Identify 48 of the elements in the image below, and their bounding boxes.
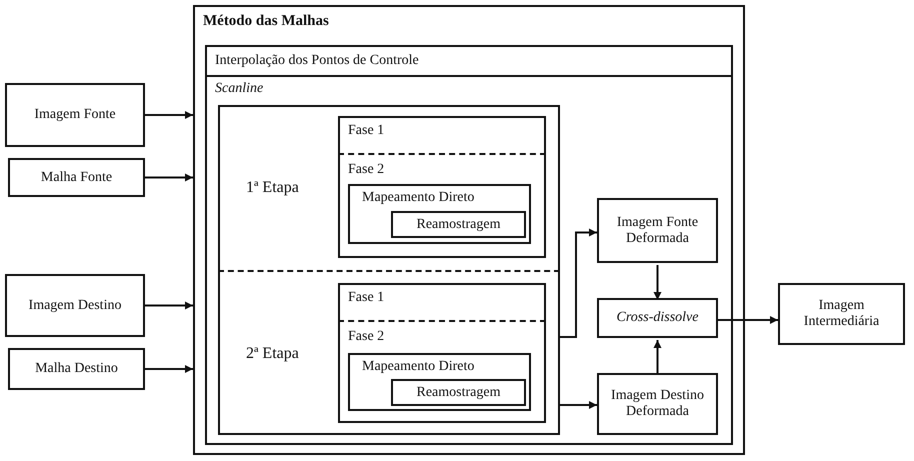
frame-box xyxy=(218,105,560,435)
process-box xyxy=(5,274,145,337)
arrow xyxy=(654,265,662,300)
node-label: Cross-dissolve xyxy=(616,310,700,326)
arrow xyxy=(145,302,193,310)
node-label: Imagem Fonte xyxy=(33,106,117,124)
node-label: Mapeamento Direto xyxy=(362,359,474,376)
node-label: 1ª Etapa xyxy=(246,178,299,197)
arrow xyxy=(560,228,597,338)
node-label: Mapeamento Direto xyxy=(362,190,474,206)
node-label: Scanline xyxy=(215,81,264,98)
arrow xyxy=(145,365,193,373)
scanline-panel xyxy=(205,75,733,445)
method-panel xyxy=(193,5,745,455)
node-label: Imagem Destino Deformada xyxy=(610,388,705,420)
process-box xyxy=(8,348,145,390)
process-box xyxy=(8,158,145,197)
node-label: 2ª Etapa xyxy=(246,344,299,363)
process-box xyxy=(597,373,718,435)
process-box xyxy=(597,198,718,263)
process-box xyxy=(778,283,905,345)
panel-title: Método das Malhas xyxy=(203,13,329,30)
node-label: Fase 1 xyxy=(348,290,384,306)
node-label: Reamostragem xyxy=(416,216,502,233)
process-box xyxy=(597,298,718,338)
node-label: Imagem Destino xyxy=(28,297,122,314)
process-box xyxy=(391,211,526,238)
mapping-box xyxy=(348,184,531,244)
section-header xyxy=(205,45,733,77)
node-label: Reamostragem xyxy=(416,384,502,401)
frame-box xyxy=(338,116,546,258)
arrow xyxy=(145,174,193,182)
process-box xyxy=(5,83,145,147)
arrow xyxy=(654,340,662,375)
node-label: Imagem Intermediária xyxy=(802,298,880,330)
arrow xyxy=(560,401,597,409)
process-box xyxy=(391,379,526,406)
frame-box xyxy=(338,283,546,423)
node-label: Interpolação dos Pontos de Controle xyxy=(215,53,419,70)
arrow xyxy=(718,316,778,324)
node-label: Imagem Fonte Deformada xyxy=(616,214,700,247)
arrow xyxy=(145,111,193,119)
mapping-box xyxy=(348,353,531,411)
node-label: Fase 2 xyxy=(348,329,384,346)
node-label: Malha Fonte xyxy=(40,169,114,186)
node-label: Fase 2 xyxy=(348,162,384,178)
node-label: Fase 1 xyxy=(348,123,384,140)
node-label: Malha Destino xyxy=(34,360,119,378)
